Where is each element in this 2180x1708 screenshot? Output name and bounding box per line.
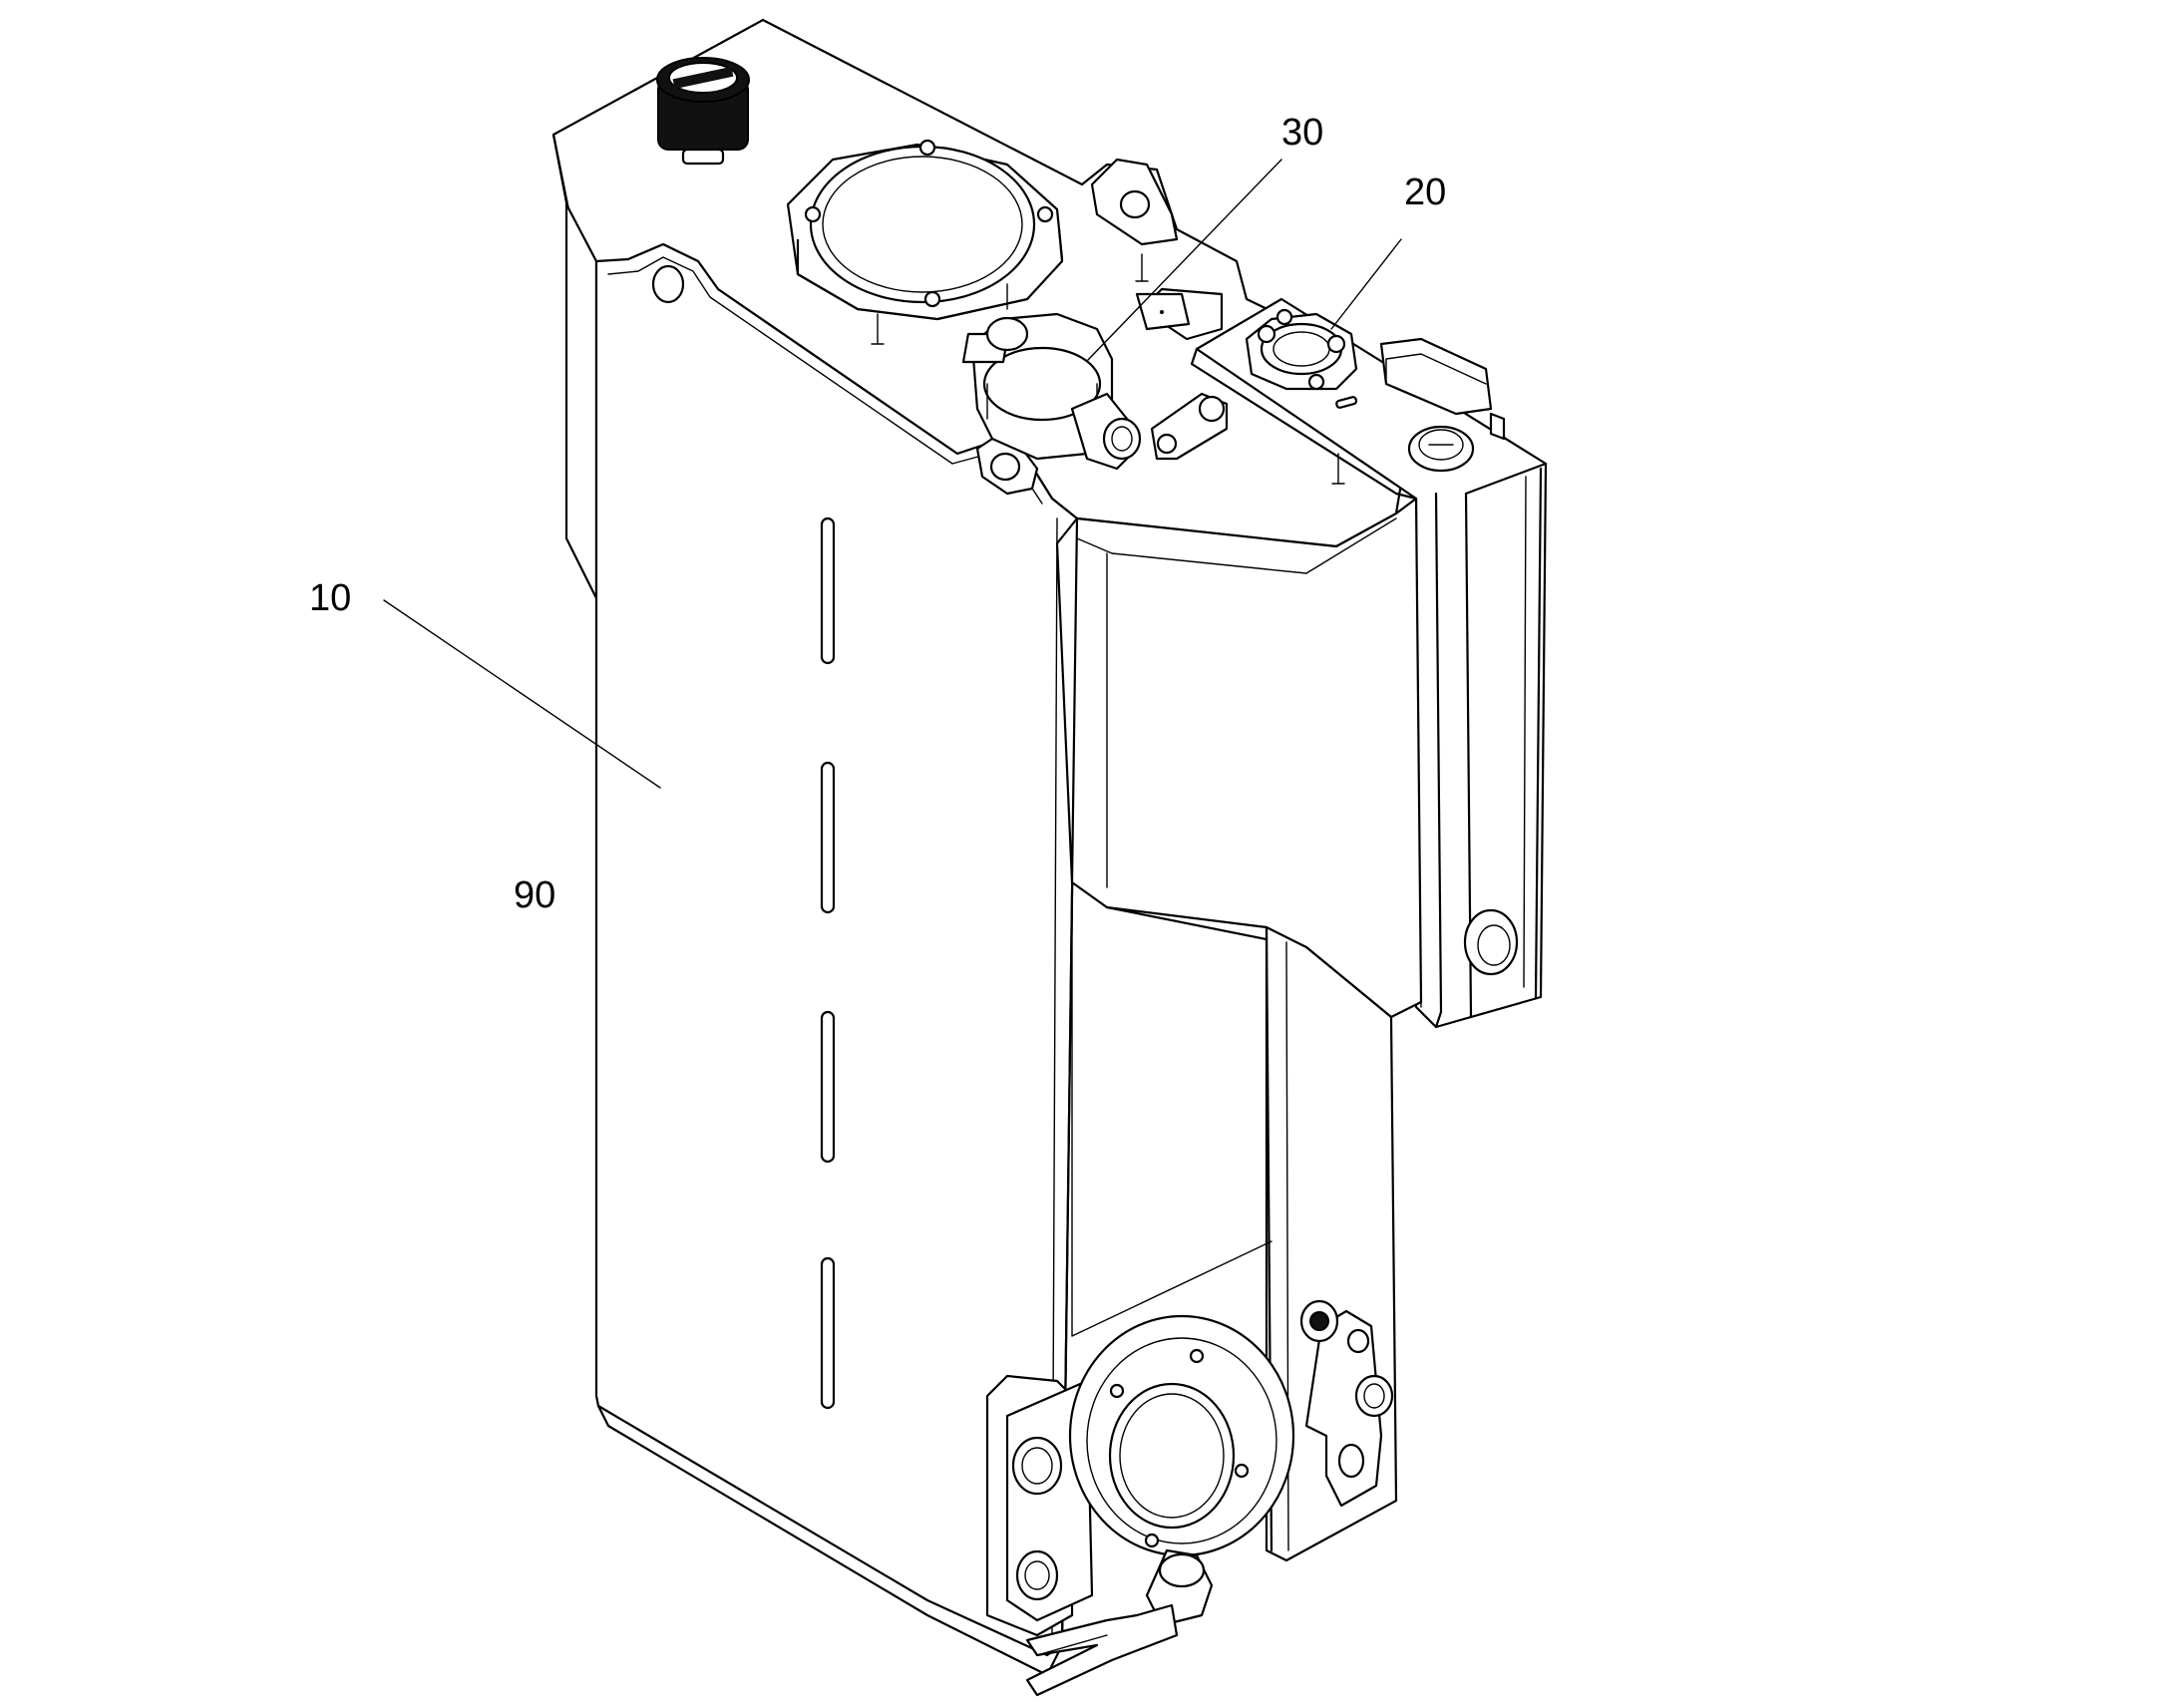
sensor-unit-30 [961, 312, 1229, 471]
reference-label-20: 20 [1404, 171, 1446, 213]
right-housing [1055, 287, 1548, 1029]
leader-30 [1086, 159, 1282, 362]
pump-flange-20 [1245, 308, 1358, 391]
pins [871, 253, 1345, 485]
tank-left-flank [564, 202, 598, 600]
fill-cap [656, 57, 750, 166]
reference-label-30: 30 [1281, 112, 1323, 154]
front-cover [1055, 497, 1423, 1019]
leader-lines [383, 159, 1402, 789]
leader-10 [383, 599, 661, 789]
lower-bracket [1299, 1299, 1394, 1508]
reference-label-90: 90 [514, 874, 555, 916]
top-flange [786, 139, 1064, 321]
side-slots [820, 516, 836, 1410]
bottom-outlet [985, 1314, 1295, 1697]
leader-20 [1330, 238, 1402, 330]
tank-front-face [594, 242, 1079, 1657]
reference-label-10: 10 [309, 577, 351, 619]
mount-hole-left [651, 264, 685, 304]
